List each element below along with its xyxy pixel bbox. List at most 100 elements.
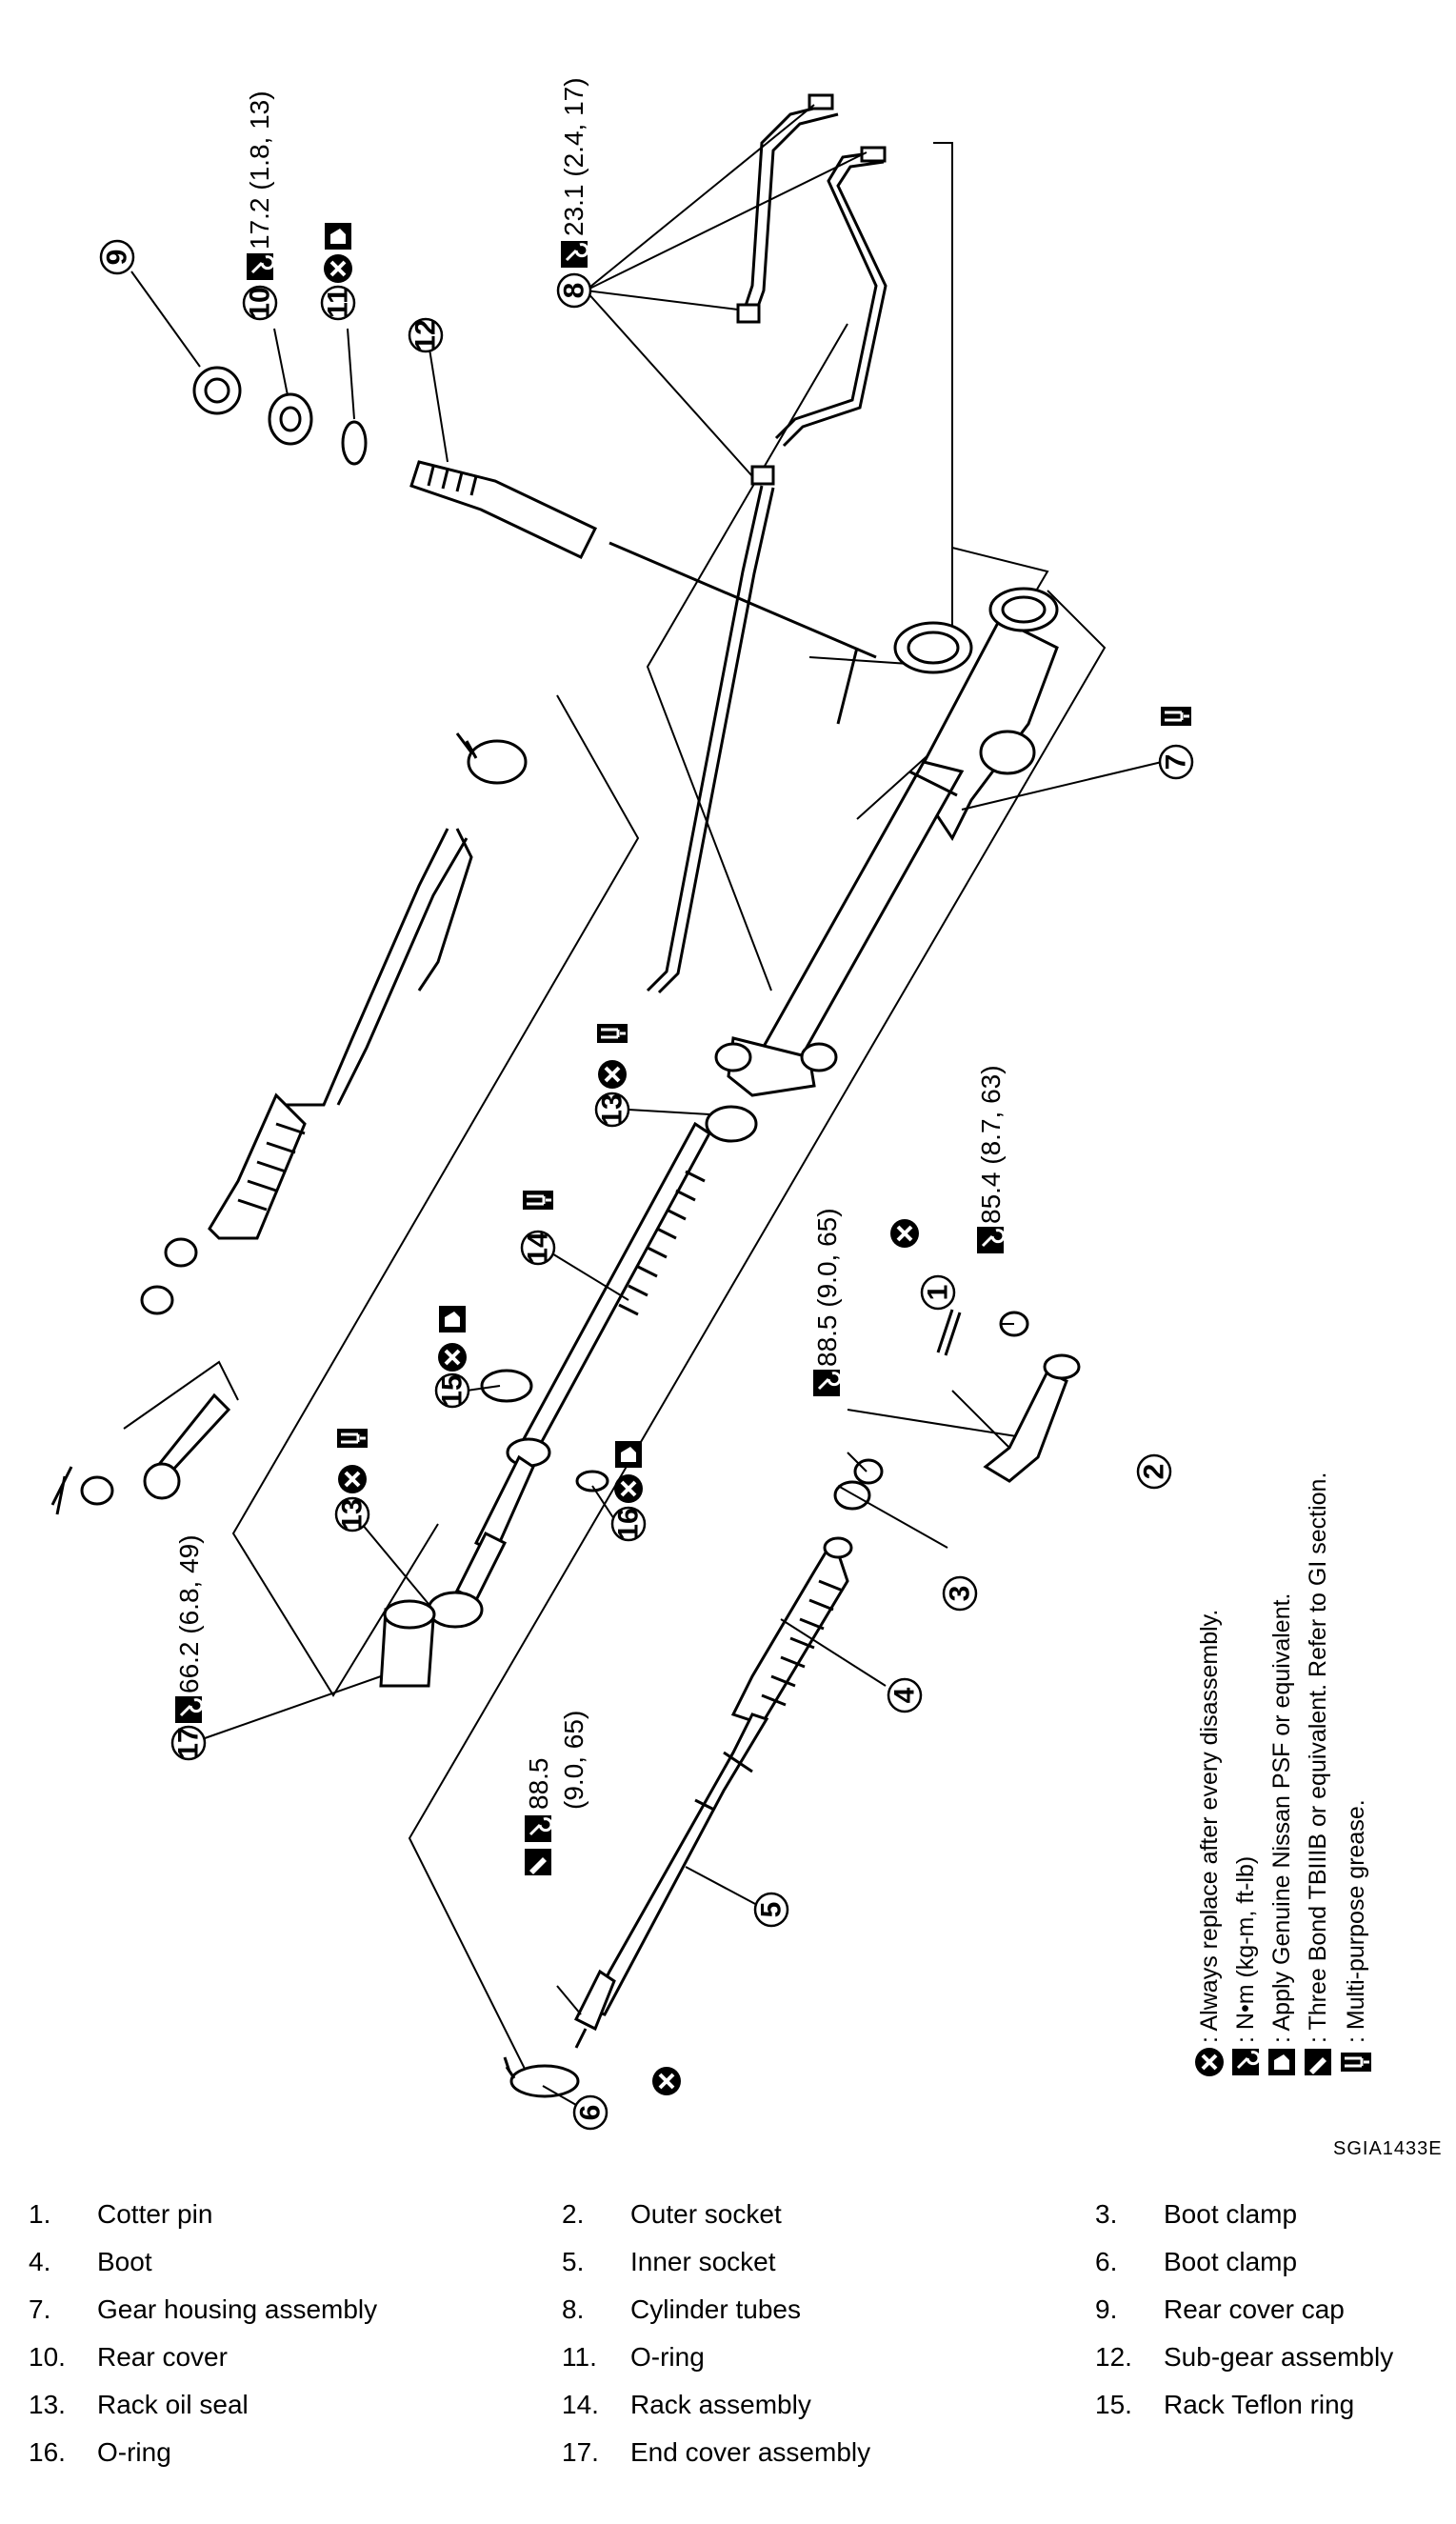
gear-housing [714, 587, 1059, 1097]
svg-text:12: 12 [410, 319, 442, 351]
part-number: 14. [562, 2390, 599, 2419]
svg-text:3: 3 [945, 1586, 976, 1602]
torque-wrench-icon [811, 1368, 842, 1398]
parts-list: 1.Cotter pin 2. Outer socket 3.Boot clamp… [29, 2191, 1438, 2476]
parts-row: 4.Boot 5. Inner socket 6. Boot clamp [29, 2238, 1438, 2286]
svg-text:5: 5 [756, 1902, 788, 1918]
replace-x-icon [322, 252, 354, 285]
leader-lines [130, 104, 1163, 2106]
torque-label-1: 85.4 (8.7, 63) [976, 1065, 1006, 1224]
part-number: 4. [29, 2247, 51, 2276]
callout-labels: 9 10 11 12 8 7 13 14 15 16 13 17 1 2 3 4… [99, 239, 1194, 2131]
torque-label-17: 66.2 (6.8, 49) [174, 1534, 204, 1693]
replace-x-icon [650, 2065, 683, 2097]
legend-text-1: : Always replace after every disassembly… [1196, 1610, 1223, 2043]
sealant-tube-icon [525, 1849, 551, 1875]
parts-item: 13.Rack oil seal [29, 2390, 562, 2420]
parts-item: 11. O-ring [562, 2342, 1095, 2373]
svg-text:1: 1 [923, 1285, 954, 1301]
callout-13-lower: 13 [334, 1496, 370, 1532]
svg-text:9: 9 [102, 250, 133, 266]
part-number: 11. [562, 2342, 597, 2372]
replace-x-icon [612, 1472, 645, 1505]
torque-label-10: 17.2 (1.8, 13) [245, 90, 274, 250]
part-number: 9. [1095, 2294, 1118, 2324]
callout-4: 4 [887, 1677, 923, 1713]
rear-cover-parts [192, 366, 368, 466]
callout-8: 8 [556, 272, 592, 309]
callout-7: 7 [1158, 744, 1194, 780]
symbol-legend: : Always replace after every disassembly… [1193, 1472, 1373, 2078]
grease-gun-icon [335, 1427, 369, 1450]
callout-5: 5 [753, 1892, 789, 1928]
legend-text-5: : Multi-purpose grease. [1343, 1799, 1369, 2043]
replace-x-icon [336, 1463, 369, 1495]
torque-label-5a: 88.5 [524, 1758, 553, 1811]
torque-label-8: 23.1 (2.4, 17) [559, 77, 588, 236]
part-name: Gear housing assembly [97, 2294, 378, 2324]
svg-text:4: 4 [889, 1687, 921, 1703]
parts-item: 16. O-ring [29, 2437, 562, 2468]
torque-wrench-icon [975, 1225, 1006, 1255]
part-name: Rear cover [97, 2342, 228, 2372]
parts-item: 3.Boot clamp [1095, 2199, 1438, 2230]
grease-gun-icon [595, 1022, 629, 1045]
part-name: Boot clamp [1164, 2247, 1298, 2276]
rack-assembly [454, 1105, 758, 1603]
callout-9: 9 [99, 239, 135, 275]
svg-text:15: 15 [437, 1374, 469, 1406]
callout-16: 16 [610, 1506, 647, 1542]
cylinder-tubes [646, 93, 888, 994]
callout-3: 3 [942, 1575, 978, 1612]
fluid-can-icon [615, 1441, 642, 1468]
part-number: 2. [562, 2199, 585, 2229]
parts-item: 9. Rear cover cap [1095, 2294, 1438, 2325]
right-inner-assembly [503, 1480, 871, 2098]
part-name: Outer socket [630, 2199, 782, 2229]
parts-item: 2. Outer socket [562, 2199, 1095, 2230]
part-name: O-ring [97, 2437, 171, 2467]
part-number: 8. [562, 2294, 585, 2324]
parts-item: 15.Rack Teflon ring [1095, 2390, 1438, 2420]
svg-text:11: 11 [323, 288, 354, 318]
grease-gun-icon [1339, 2051, 1373, 2073]
callout-6: 6 [572, 2094, 608, 2131]
replace-x-icon [436, 1341, 469, 1373]
part-number: 16. [29, 2437, 66, 2467]
part-number: 6. [1095, 2247, 1118, 2276]
callout-12: 12 [408, 317, 444, 353]
fluid-can-icon [439, 1306, 466, 1332]
part-name: Inner socket [630, 2247, 776, 2276]
exploded-view-diagram: 9 10 11 12 8 7 13 14 15 16 13 17 1 2 3 4… [50, 77, 1373, 2131]
replace-x-icon [888, 1217, 921, 1250]
parts-item: 17.End cover assembly [562, 2437, 1095, 2468]
part-number: 12. [1095, 2342, 1132, 2372]
torque-label-5b: (9.0, 65) [559, 1711, 588, 1810]
torque-labels: 17.2 (1.8, 13) 23.1 (2.4, 17) 85.4 (8.7,… [174, 77, 1006, 1810]
part-name: Cotter pin [97, 2199, 213, 2229]
callout-11: 11 [320, 285, 356, 321]
parts-item: 4.Boot [29, 2247, 562, 2277]
part-number: 13. [29, 2390, 66, 2419]
parts-row: 16. O-ring 17.End cover assembly [29, 2429, 1438, 2476]
svg-text:13: 13 [337, 1498, 369, 1530]
parts-item: 1.Cotter pin [29, 2199, 562, 2230]
part-name: Rack Teflon ring [1164, 2390, 1355, 2419]
callout-14: 14 [520, 1230, 556, 1266]
callout-15: 15 [434, 1372, 470, 1409]
part-number: 10. [29, 2342, 66, 2372]
parts-row: 10.Rear cover 11.O-ring 12.Sub-gear asse… [29, 2334, 1438, 2381]
part-name: O-ring [630, 2342, 705, 2372]
part-name: Rear cover cap [1164, 2294, 1345, 2324]
svg-text:10: 10 [245, 287, 276, 318]
svg-text:2: 2 [1139, 1464, 1170, 1480]
part-number: 5. [562, 2247, 585, 2276]
torque-wrench-icon [1230, 2047, 1261, 2077]
fluid-can-icon [325, 223, 351, 250]
legend-text-3: : Apply Genuine Nissan PSF or equivalent… [1268, 1593, 1295, 2044]
replace-x-icon [596, 1058, 628, 1091]
torque-wrench-icon [523, 1813, 553, 1844]
callout-10: 10 [242, 285, 278, 321]
svg-text:6: 6 [575, 2105, 607, 2121]
right-outer-socket [853, 1309, 1081, 1485]
